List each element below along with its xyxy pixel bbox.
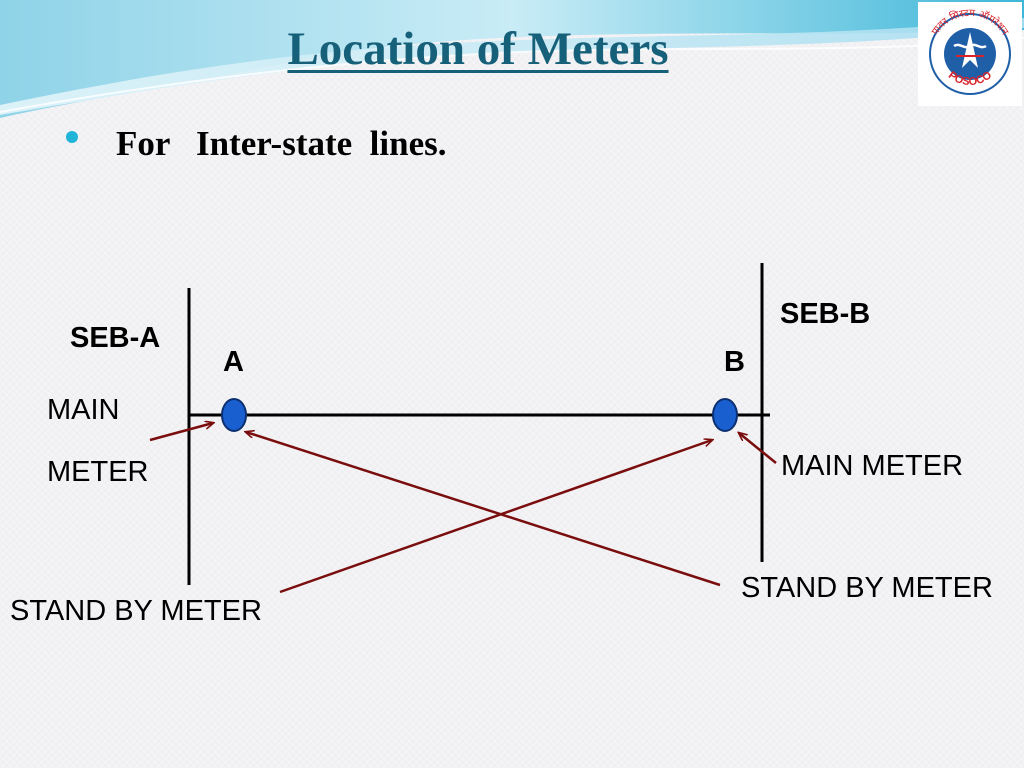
standby-meter-right-arrow	[246, 432, 721, 587]
standby-meter-left-label: STAND BY METER	[10, 595, 262, 627]
point-b-label: B	[724, 346, 745, 378]
slide-title: Location of Meters	[287, 23, 669, 75]
main-meter-left-line1: MAIN	[47, 394, 120, 426]
main-meter-left-line2: METER	[47, 456, 149, 488]
meter-b-node	[712, 398, 738, 432]
header-swoosh	[0, 0, 1024, 118]
meter-a-node	[221, 398, 247, 432]
main-meter-right-label: MAIN METER	[781, 450, 964, 482]
standby-meter-left-arrow	[279, 440, 712, 594]
standby-meter-right-label: STAND BY METER	[741, 572, 993, 604]
main-meter-a-arrow	[149, 423, 213, 442]
seb-b-label: SEB-B	[780, 298, 871, 330]
logo-bottom-text: POSOCO	[946, 69, 994, 88]
main-meter-b-arrow	[739, 433, 777, 464]
point-a-label: A	[223, 346, 244, 378]
posoco-logo: पावर सिस्टम ऑपरेशन POSOCO	[918, 2, 1022, 106]
bullet-text: For Inter-state lines.	[116, 124, 447, 163]
seb-a-label: SEB-A	[70, 322, 161, 354]
bullet-icon	[66, 131, 78, 143]
